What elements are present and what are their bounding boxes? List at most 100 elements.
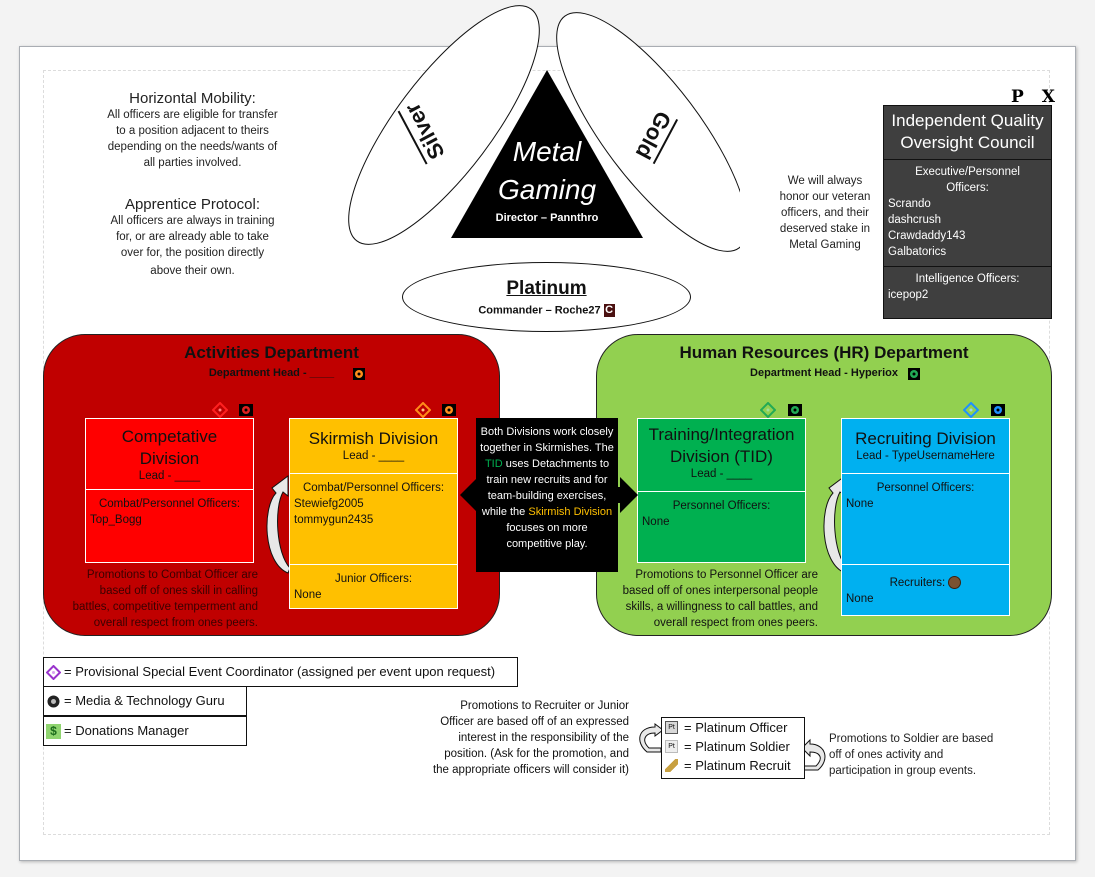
council-exec-name: Galbatorics	[888, 246, 947, 258]
text-line: Independent Quality	[891, 111, 1044, 130]
apprentice-protocol-body: All officers are always in training for,…	[90, 213, 295, 279]
text-line: All officers are always in training	[110, 215, 275, 227]
text-line: honor our veteran	[779, 191, 871, 203]
coordinator-icon	[760, 402, 776, 418]
media-guru-icon	[991, 404, 1005, 416]
activities-promotion-note: Promotions to Combat Officer are based o…	[45, 567, 258, 631]
text-line: interest in the responsibility of the	[458, 732, 629, 744]
text-line: We will always	[787, 175, 863, 187]
text-line: above their own.	[150, 265, 235, 277]
skirmish-division-header: Skirmish Division Lead - ____	[290, 419, 457, 473]
coordinator-icon	[46, 665, 61, 680]
coordinator-icon	[415, 402, 431, 418]
veteran-note: We will always honor our veteran officer…	[770, 173, 880, 253]
platinum-ellipse	[402, 262, 691, 332]
tid-officers-label: Personnel Officers:	[672, 500, 771, 512]
council-exec-section: Executive/Personnel Officers: Scrando da…	[884, 160, 1051, 267]
council-title: Independent Quality Oversight Council	[884, 106, 1051, 160]
apprentice-protocol-title: Apprentice Protocol:	[124, 196, 261, 213]
text-line: overall respect from ones peers.	[653, 617, 818, 629]
officer-name: Stewiefg2005	[294, 498, 364, 510]
text-line: off of ones activity and	[829, 749, 944, 761]
text-line: Oversight Council	[900, 133, 1035, 152]
tier-ellipses	[348, 5, 740, 252]
legend-donations: $ = Donations Manager	[43, 716, 247, 746]
commander-label: Commander – Roche27	[478, 304, 601, 317]
gold-ellipse	[556, 12, 740, 252]
oversight-council-box: Independent Quality Oversight Council Ex…	[883, 105, 1052, 319]
hr-department-head: Department Head - Hyperiox	[750, 367, 898, 379]
divisions-info-box: Both Divisions work closely together in …	[476, 418, 618, 572]
info-text: uses Detachments to train new recruits a…	[481, 458, 610, 518]
coordinator-icon	[963, 402, 979, 418]
recruiting-division-box: Recruiting Division Lead - TypeUsernameH…	[841, 418, 1010, 616]
platinum-soldier-icon: Pt	[665, 740, 678, 753]
text-line: the appropriate officers will consider i…	[432, 764, 629, 776]
platinum-officer-icon: Pt	[665, 721, 678, 734]
recruiting-division-header: Recruiting Division Lead - TypeUsernameH…	[842, 419, 1009, 473]
council-intel-section: Intelligence Officers: icepop2	[884, 267, 1051, 303]
horizontal-mobility-body: All officers are eligible for transfer t…	[90, 107, 295, 171]
text-line: Metal Gaming	[789, 239, 861, 251]
recruiter-name: None	[846, 593, 874, 605]
media-guru-icon	[442, 404, 456, 416]
text-line: participation in group events.	[829, 765, 977, 777]
officer-name: tommygun2435	[294, 514, 374, 526]
metal-gaming-title-line2: Gaming	[497, 174, 597, 205]
dollar-icon: $	[46, 724, 61, 739]
recruiting-division-title: Recruiting Division	[855, 429, 996, 448]
text-line: Competative	[121, 427, 218, 446]
metal-gaming-title-line1: Metal	[512, 136, 582, 167]
text-line: all parties involved.	[143, 157, 242, 169]
metal-gaming-triangle	[451, 70, 643, 238]
coordinator-icon	[212, 402, 228, 418]
text-line: Officer are based off of an expressed	[440, 716, 629, 728]
info-tid-highlight: TID	[484, 458, 503, 470]
media-guru-icon	[908, 368, 920, 380]
text-line: skills, a willingness to call battles, a…	[625, 601, 818, 613]
hr-department-title: Human Resources (HR) Department	[679, 343, 969, 362]
legend-media: = Media & Technology Guru	[43, 686, 247, 716]
text-line: battles, competitive temperment and	[72, 601, 258, 613]
skirmish-junior-section: Junior Officers: None	[290, 564, 457, 603]
media-guru-icon	[353, 368, 365, 380]
competitive-division-header: Competative Division Lead - ____	[86, 419, 253, 489]
text-line: overall respect from ones peers.	[93, 617, 258, 629]
legend-media-label: = Media & Technology Guru	[64, 693, 225, 708]
competitive-officers-label: Combat/Personnel Officers:	[98, 498, 241, 510]
promotion-arrow-icon	[266, 475, 291, 574]
text-line: to a position adjacent to theirs	[116, 125, 269, 137]
tid-division-lead: Lead - ____	[690, 468, 753, 480]
text-line: position. (Ask for the promotion, and	[444, 748, 629, 760]
text-line: Promotions to Combat Officer are	[86, 569, 258, 581]
recruiters-label: Recruiters:	[889, 577, 946, 589]
text-line: Executive/Personnel	[915, 166, 1020, 178]
activities-department-head: Department Head - ____	[208, 367, 335, 379]
recruiting-officers-label: Personnel Officers:	[876, 482, 975, 494]
text-line: for, or are already able to take	[116, 231, 269, 243]
tid-officers-section: Personnel Officers: None	[638, 491, 805, 530]
legend-coordinator-label: = Provisional Special Event Coordinator …	[64, 664, 496, 679]
skirmish-junior-label: Junior Officers:	[334, 573, 413, 585]
recruiting-officers-section: Personnel Officers: None	[842, 473, 1009, 564]
rank-officer-label: = Platinum Officer	[684, 720, 788, 735]
platinum-recruit-icon	[665, 759, 678, 772]
commander-line: Commander – Roche27 C	[402, 304, 691, 317]
text-line: Division	[139, 449, 200, 468]
commander-badge-icon: C	[603, 304, 615, 317]
junior-officer-name: None	[294, 589, 322, 601]
officer-name: None	[846, 498, 874, 510]
text-line: over for, the position directly	[120, 247, 265, 259]
skirmish-officers-label: Combat/Personnel Officers:	[302, 482, 445, 494]
info-text: Both Divisions work closely together in …	[480, 426, 614, 454]
recruiter-badge-icon	[948, 576, 962, 590]
skirmish-division-box: Skirmish Division Lead - ____ Combat/Per…	[289, 418, 458, 609]
tid-division-title: Training/Integration Division (TID)	[638, 424, 805, 468]
text-line: Promotions to Recruiter or Junior	[460, 700, 629, 712]
council-exec-label: Executive/Personnel Officers:	[884, 160, 1051, 196]
council-intel-name: icepop2	[888, 289, 929, 301]
recruiters-label-row: Recruiters:	[842, 565, 1009, 591]
recruiter-promotion-note: Promotions to Recruiter or Junior Office…	[405, 698, 629, 778]
competitive-officers-section: Combat/Personnel Officers: Top_Bogg	[86, 489, 253, 528]
text-line: officers, and their	[780, 207, 869, 219]
